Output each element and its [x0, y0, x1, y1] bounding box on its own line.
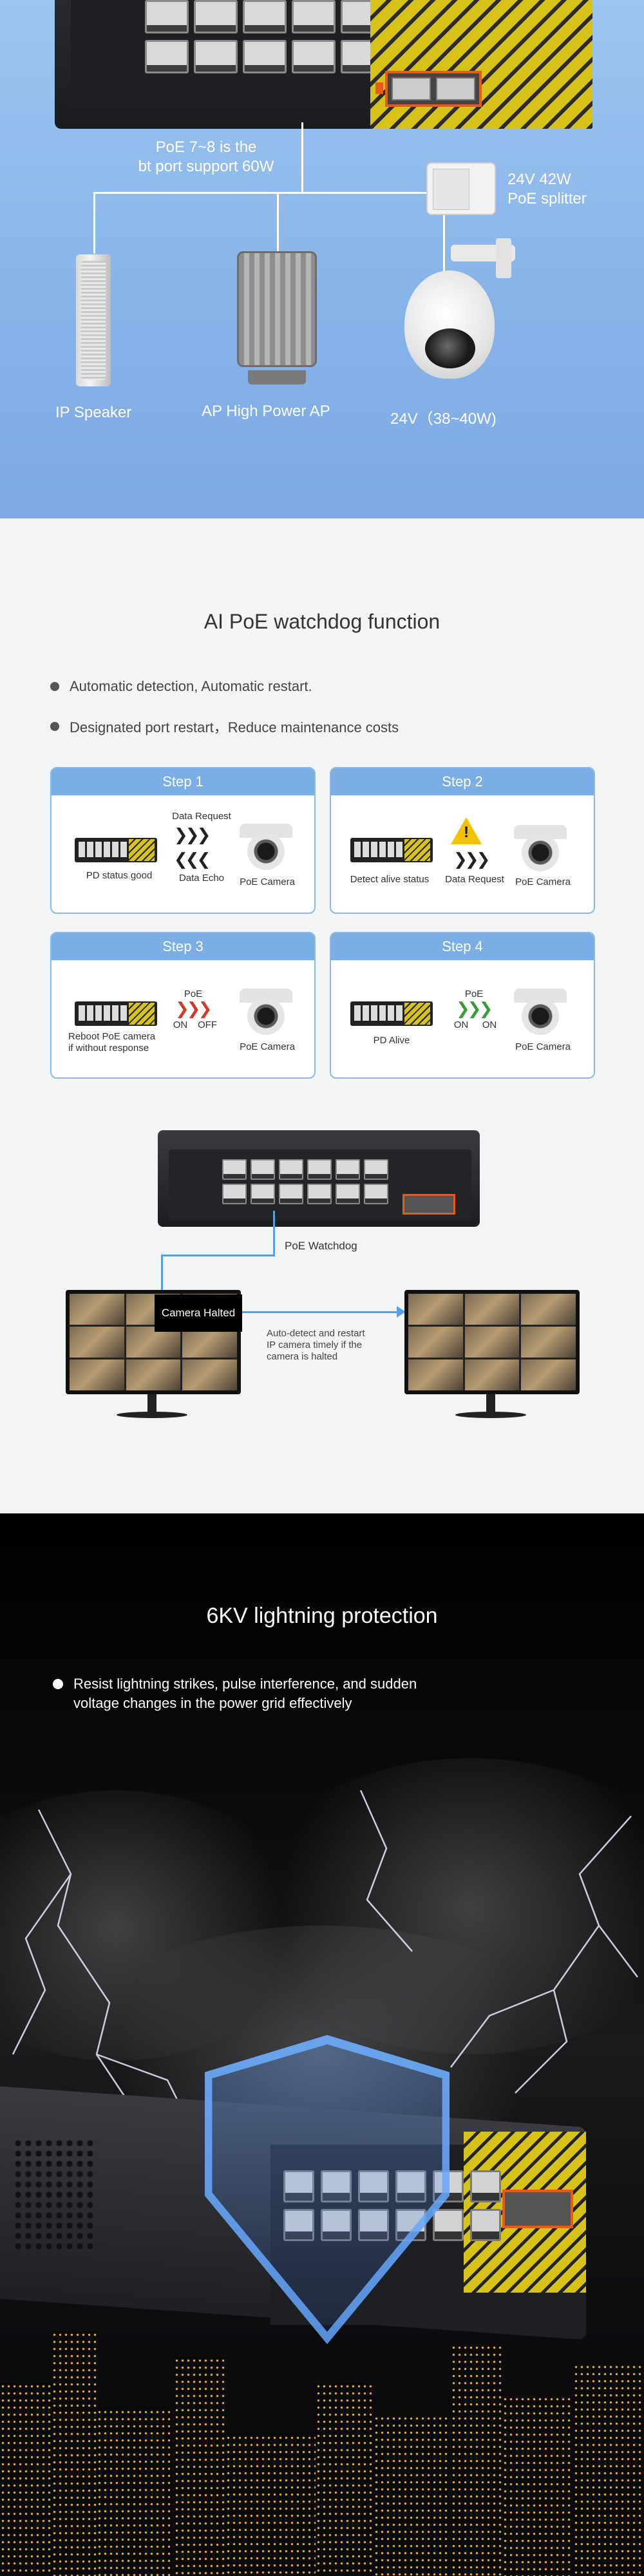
bullet-dot	[50, 722, 59, 731]
restart-note: Auto-detect and restart IP camera timely…	[267, 1328, 365, 1362]
dome-camera-icon	[514, 825, 567, 871]
step-text: ON	[173, 1019, 188, 1030]
step-text: PD Alive	[373, 1035, 410, 1046]
poe-watchdog-label: PoE Watchdog	[285, 1240, 357, 1252]
step-header: Step 3	[52, 933, 314, 960]
monitor-stand	[486, 1394, 495, 1416]
ip-speaker-image	[76, 254, 111, 386]
connector-line	[161, 1255, 163, 1291]
lightning-switch-sfp	[502, 2190, 573, 2228]
switch-icon	[350, 1001, 433, 1026]
connector-arrow	[242, 1311, 403, 1313]
switch-icon	[75, 1001, 157, 1026]
watchdog-switch-sfp	[402, 1194, 455, 1215]
lightning-bullet: Resist lightning strikes, pulse interfer…	[53, 1674, 417, 1713]
bullet-dot	[53, 1679, 63, 1689]
step-header: Step 2	[331, 768, 594, 795]
switch-sfp-ports	[385, 71, 482, 107]
step-text: PoE	[464, 989, 484, 999]
step-text: Reboot PoE camera	[68, 1031, 156, 1042]
lightning-title: 6KV lightning protection	[206, 1604, 438, 1628]
warning-icon: !	[451, 817, 482, 844]
step-header: Step 4	[331, 933, 594, 960]
step-text: Data Request	[172, 811, 231, 822]
wire	[443, 192, 445, 276]
camera-power-label: 24V（38~40W)	[390, 410, 497, 428]
step-text: PoE Camera	[515, 1041, 571, 1052]
step-card-1: Step 1 Data Request ❯❯❯ ❮❮❮ PD status go…	[50, 767, 316, 914]
poe-signal-icon: ❯❯❯	[175, 999, 212, 1018]
step-text: PoE Camera	[240, 876, 295, 887]
step-card-3: Step 3 PoE ❯❯❯ ON OFF Reboot PoE camera …	[50, 932, 316, 1079]
wire	[93, 192, 444, 194]
camera-halted-label: Camera Halted	[155, 1294, 242, 1332]
monitor-foot	[455, 1412, 526, 1418]
step-text: PD status good	[86, 870, 153, 881]
step-card-4: Step 4 PoE ❯❯❯ ON ON PD Alive PoE Camera	[330, 932, 595, 1079]
step-text: OFF	[198, 1019, 217, 1030]
step-text: ON	[453, 1019, 469, 1030]
ip-speaker-label: IP Speaker	[55, 404, 132, 421]
arrow-right-icon: ❯❯❯	[453, 849, 490, 869]
switch-icon	[350, 838, 433, 862]
step-header: Step 1	[52, 768, 314, 795]
monitor-foot	[117, 1412, 187, 1418]
watchdog-switch-ports	[222, 1159, 388, 1204]
step-text: ON	[482, 1019, 497, 1030]
bullet-item: Designated port restart，Reduce maintenan…	[50, 716, 399, 737]
city-skyline	[0, 2293, 644, 2576]
wire	[301, 122, 303, 193]
bullet-dot	[50, 682, 59, 691]
storm-cloud	[245, 1758, 644, 2054]
dome-camera-icon	[240, 824, 292, 870]
poe-signal-icon: ❯❯❯	[456, 999, 493, 1018]
switch-icon	[75, 838, 157, 862]
step-text: if without response	[68, 1043, 149, 1054]
switch-led	[375, 82, 383, 94]
bullet-item: Automatic detection, Automatic restart.	[50, 678, 312, 695]
wire	[93, 192, 95, 254]
ap-image	[237, 251, 317, 367]
arrow-left-icon: ❮❮❮	[174, 849, 211, 869]
step-text: Data Echo	[178, 873, 225, 884]
step-text: Detect alive status	[350, 874, 430, 885]
camera-lens	[425, 328, 475, 368]
monitor-stand	[147, 1394, 156, 1416]
step-card-2: Step 2 ! ❯❯❯ Detect alive status Data Re…	[330, 767, 595, 914]
arrow-head-icon	[397, 1306, 406, 1318]
poe-splitter-image	[426, 162, 496, 215]
step-text: PoE Camera	[515, 876, 571, 887]
ap-label: AP High Power AP	[202, 402, 330, 420]
wire	[277, 192, 279, 251]
step-text: PoE Camera	[240, 1041, 295, 1052]
poe-splitter-label: 24V 42W PoE splitter	[507, 171, 587, 207]
switch-vent	[13, 2138, 97, 2254]
poe-port-note: PoE 7~8 is the bt port support 60W	[138, 138, 274, 175]
connector-line	[273, 1211, 275, 1256]
ap-base	[248, 370, 306, 384]
monitor-right	[404, 1290, 580, 1394]
watchdog-title: AI PoE watchdog function	[204, 610, 440, 633]
camera-mount-arm	[496, 238, 511, 278]
step-text: PoE	[184, 989, 203, 999]
lightning-bolts	[12, 1790, 638, 2184]
connector-line	[161, 1255, 275, 1256]
poe-distribution-section: PoE 7~8 is the bt port support 60W 24V 4…	[0, 0, 644, 518]
step-text: Data Request	[445, 874, 504, 885]
dome-camera-icon	[240, 989, 292, 1035]
arrow-right-icon: ❯❯❯	[174, 825, 211, 844]
switch-yellow-panel	[370, 0, 592, 129]
dome-camera-icon	[514, 989, 567, 1035]
